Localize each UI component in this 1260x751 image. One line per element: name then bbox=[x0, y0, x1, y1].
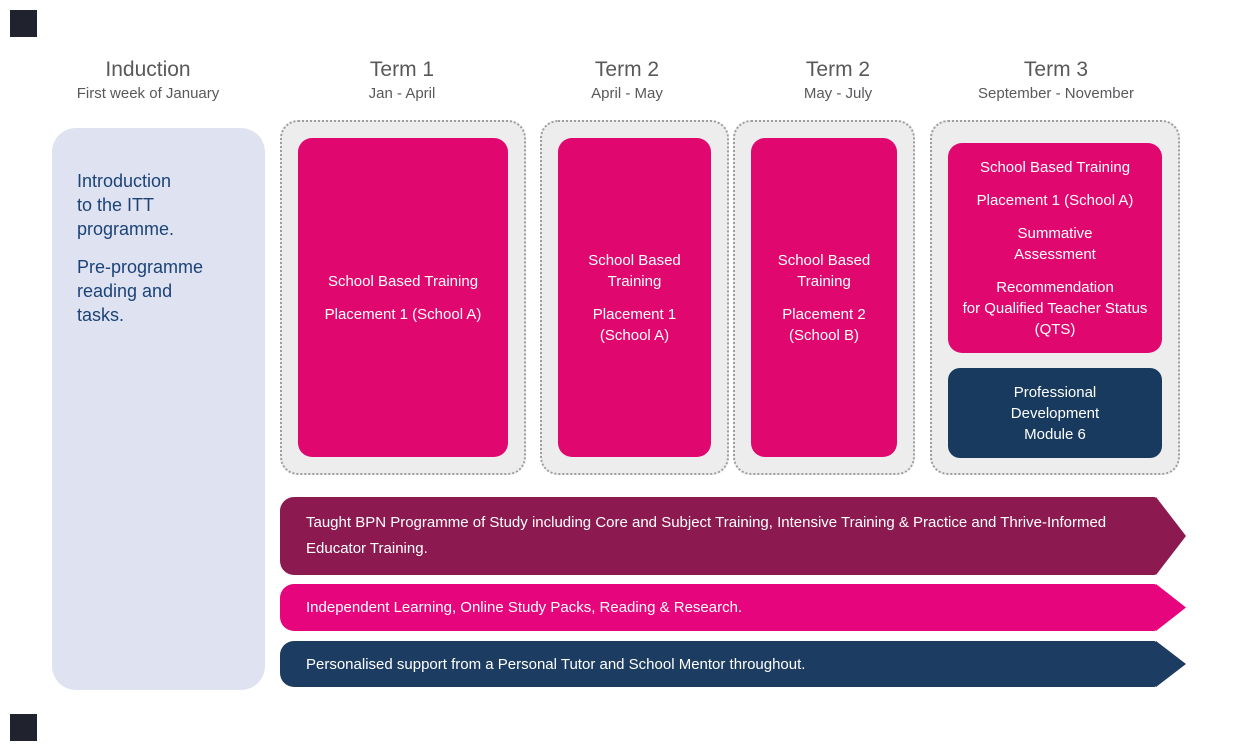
column-title: Induction bbox=[105, 58, 191, 81]
column-subtitle: Jan - April bbox=[368, 85, 436, 102]
column-header-term2-may-july: Term 2 May - July bbox=[708, 58, 968, 103]
banner-taught-bpn-programme: Taught BPN Programme of Study including … bbox=[280, 497, 1157, 575]
corner-mark bbox=[10, 10, 37, 37]
column-title: Term 2 bbox=[594, 58, 660, 81]
banner-personalised-support: Personalised support from a Personal Tut… bbox=[280, 641, 1157, 687]
column-header-term1: Term 1 Jan - April bbox=[272, 58, 532, 103]
banner-independent-learning: Independent Learning, Online Study Packs… bbox=[280, 584, 1157, 631]
corner-mark bbox=[10, 714, 37, 741]
column-title: Term 1 bbox=[369, 58, 435, 81]
column-title: Term 3 bbox=[1023, 58, 1089, 81]
column-header-term2-april-may: Term 2 April - May bbox=[497, 58, 757, 103]
column-subtitle: May - July bbox=[803, 85, 873, 102]
column-subtitle: April - May bbox=[591, 85, 663, 102]
banner-text: Independent Learning, Online Study Packs… bbox=[306, 599, 743, 616]
column-title: Term 2 bbox=[805, 58, 871, 81]
column-subtitle: September - November bbox=[978, 85, 1134, 102]
banner-text: Personalised support from a Personal Tut… bbox=[306, 655, 806, 673]
column-header-term3: Term 3 September - November bbox=[926, 58, 1186, 103]
column-subtitle: First week of January bbox=[76, 85, 220, 102]
column-header-induction: Induction First week of January bbox=[18, 58, 278, 103]
banner-text: Taught BPN Programme of Study including … bbox=[306, 514, 1107, 557]
